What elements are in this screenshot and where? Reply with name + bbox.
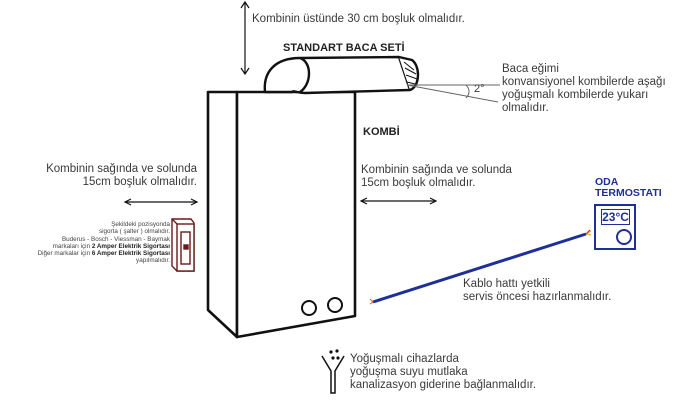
fuse-note-line: Şekildeki pozisyonda bbox=[111, 221, 170, 228]
left-clearance-line: Kombinin sağında ve solunda bbox=[46, 163, 197, 175]
boiler-knob-left bbox=[301, 300, 317, 316]
boiler-knobs bbox=[301, 297, 343, 316]
flue-slope-line: Baca eğimi bbox=[502, 63, 559, 75]
fuse-note: Şekildeki pozisyonda sigorta ( şalter ) … bbox=[38, 221, 170, 265]
cable-note-line: Kablo hattı yetkili bbox=[463, 278, 550, 290]
condensate-note-line: Yoğuşmalı cihazlarda bbox=[350, 353, 459, 365]
flue-slope-line: yoğuşmalı kombilerde yukarı bbox=[502, 89, 649, 101]
left-clearance-line: 15cm boşluk olmalıdır. bbox=[82, 176, 197, 188]
flue-angle-value: 2° bbox=[474, 83, 485, 95]
flue-slope-angle bbox=[406, 84, 500, 103]
thermostat-display: 23°C bbox=[601, 209, 630, 225]
flue-slope-line: olmalıdır. bbox=[502, 102, 549, 114]
condensate-note-line: kanalizasyon giderine bağlanmalıdır. bbox=[350, 379, 537, 391]
fuse-amp-2: 2 Amper Elektrik Sigortası bbox=[91, 242, 170, 250]
top-clearance-label: Kombinin üstünde 30 cm boşluk olmalıdır. bbox=[252, 13, 465, 25]
condensate-drain-icon bbox=[321, 349, 345, 394]
fuse-note-line: sigorta ( şalter ) olmalıdır. bbox=[98, 228, 170, 236]
thermostat-title-line: ODA bbox=[595, 176, 619, 188]
condensate-note-line: yoğuşma suyu mutlaka bbox=[350, 366, 468, 378]
right-clearance-arrow bbox=[359, 197, 438, 205]
flue-slope-line: konvansiyonel kombilerde aşağı bbox=[502, 76, 666, 88]
fuse-note-text: markaları için bbox=[52, 242, 92, 250]
top-clearance-arrow bbox=[240, 0, 250, 76]
cable-note: Kablo hattı yetkili servis öncesi hazırl… bbox=[463, 278, 611, 304]
flue-set-label: STANDART BACA SETİ bbox=[283, 42, 405, 54]
boiler-label: KOMBİ bbox=[363, 126, 400, 138]
left-clearance-note: Kombinin sağında ve solunda 15cm boşluk … bbox=[46, 163, 197, 189]
fuse-note-line: markaları için 2 Amper Elektrik Sigortas… bbox=[38, 243, 170, 250]
right-clearance-line: Kombinin sağında ve solunda bbox=[361, 164, 512, 176]
flue-pipe bbox=[263, 55, 420, 95]
thermostat-title: ODA TERMOSTATI bbox=[595, 177, 662, 199]
thermostat-cable bbox=[369, 229, 592, 305]
fuse-note-line: Diğer markalar için 6 Amper Elektrik Sig… bbox=[38, 250, 170, 257]
cable-note-line: servis öncesi hazırlanmalıdır. bbox=[463, 291, 612, 303]
right-clearance-line: 15cm boşluk olmalıdır. bbox=[361, 177, 476, 189]
left-clearance-arrow bbox=[123, 198, 199, 206]
thermostat-title-line: TERMOSTATI bbox=[595, 187, 662, 199]
fuse-note-line: yapılmalıdır. bbox=[136, 257, 170, 265]
right-clearance-note: Kombinin sağında ve solunda 15cm boşluk … bbox=[361, 164, 512, 190]
fuse-note-text: Diğer markalar için bbox=[37, 250, 92, 258]
fuse-note-line: Buderus - Bosch - Viessman - Baymak bbox=[61, 235, 170, 243]
fuse-amp-6: 6 Amper Elektrik Sigortası bbox=[91, 250, 170, 258]
flue-slope-note: Baca eğimi konvansiyonel kombilerde aşağ… bbox=[502, 63, 666, 115]
boiler-knob-right bbox=[327, 297, 343, 313]
fuse-box-icon bbox=[171, 218, 195, 272]
condensate-note: Yoğuşmalı cihazlarda yoğuşma suyu mutlak… bbox=[350, 353, 536, 392]
